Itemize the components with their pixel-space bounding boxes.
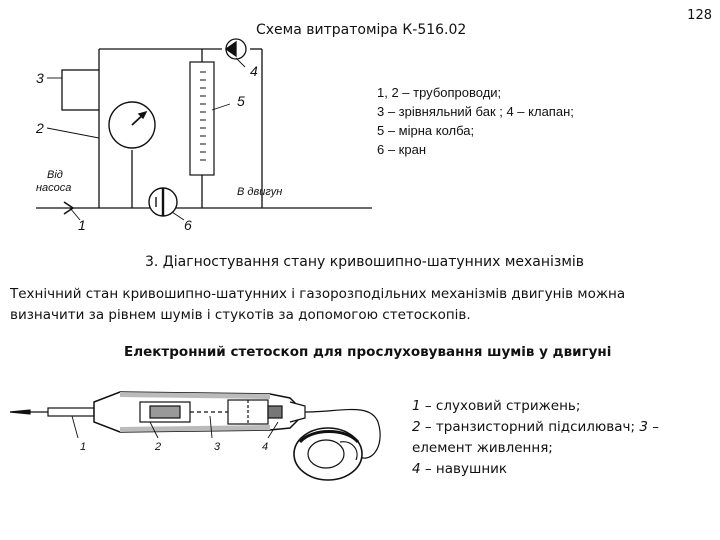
label-4: 4: [250, 63, 258, 79]
flowmeter-legend: 1, 2 – трубопроводи; 3 – зрівняльний бак…: [377, 83, 574, 159]
page-number: 128: [687, 8, 712, 23]
label-from-pump-2: насоса: [36, 182, 71, 194]
label-to-engine: В двигун: [237, 186, 282, 198]
label-5: 5: [237, 93, 245, 109]
legend-text: – елемент живлення;: [412, 419, 659, 456]
legend-line: 5 – мірна колба;: [377, 123, 475, 138]
label-2: 2: [35, 120, 44, 136]
legend-line: 1, 2 – трубопроводи;: [377, 85, 502, 100]
pressure-gauge: [108, 101, 156, 149]
legend-line: 3 – зрівняльний бак ; 4 – клапан;: [377, 104, 574, 119]
steth-label-4: 4: [262, 441, 268, 453]
steth-label-1: 1: [80, 441, 86, 453]
legend-line: 6 – кран: [377, 142, 427, 157]
tank-3: [61, 69, 100, 111]
label-from-pump-1: Від: [47, 169, 63, 181]
legend-text: – навушник: [420, 461, 508, 477]
stethoscope-title: Електронний стетоскоп для прослуховуванн…: [124, 344, 612, 360]
label-6: 6: [184, 217, 192, 233]
legend-num: 1: [412, 398, 421, 414]
section-paragraph: Технічний стан кривошипно-шатунних і газ…: [10, 286, 626, 323]
label-3: 3: [36, 70, 44, 86]
flowmeter-title: Схема витратоміра К-516.02: [256, 22, 467, 38]
legend-num: 4: [412, 461, 421, 477]
legend-num: 2: [412, 419, 421, 435]
legend-text: – транзисторний підсилювач;: [420, 419, 640, 435]
flowmeter-diagram: 3 2 4 5 1 6 Від насоса В двигун: [35, 38, 372, 233]
label-1: 1: [78, 217, 86, 233]
tap-6: [148, 187, 178, 217]
legend-text: – слуховий стрижень;: [420, 398, 581, 414]
steth-label-2: 2: [154, 441, 161, 453]
stethoscope-diagram: 1 2 3 4: [9, 391, 381, 481]
inlet-arrow: [63, 201, 74, 215]
section-title: 3. Діагностування стану кривошипно-шатун…: [145, 254, 585, 270]
measuring-flask-5: [189, 61, 215, 176]
legend-num: 3: [639, 419, 648, 435]
stethoscope-legend: 1 – слуховий стрижень; 2 – транзисторний…: [412, 396, 712, 480]
valve-4: [224, 38, 247, 60]
steth-label-3: 3: [214, 441, 221, 453]
